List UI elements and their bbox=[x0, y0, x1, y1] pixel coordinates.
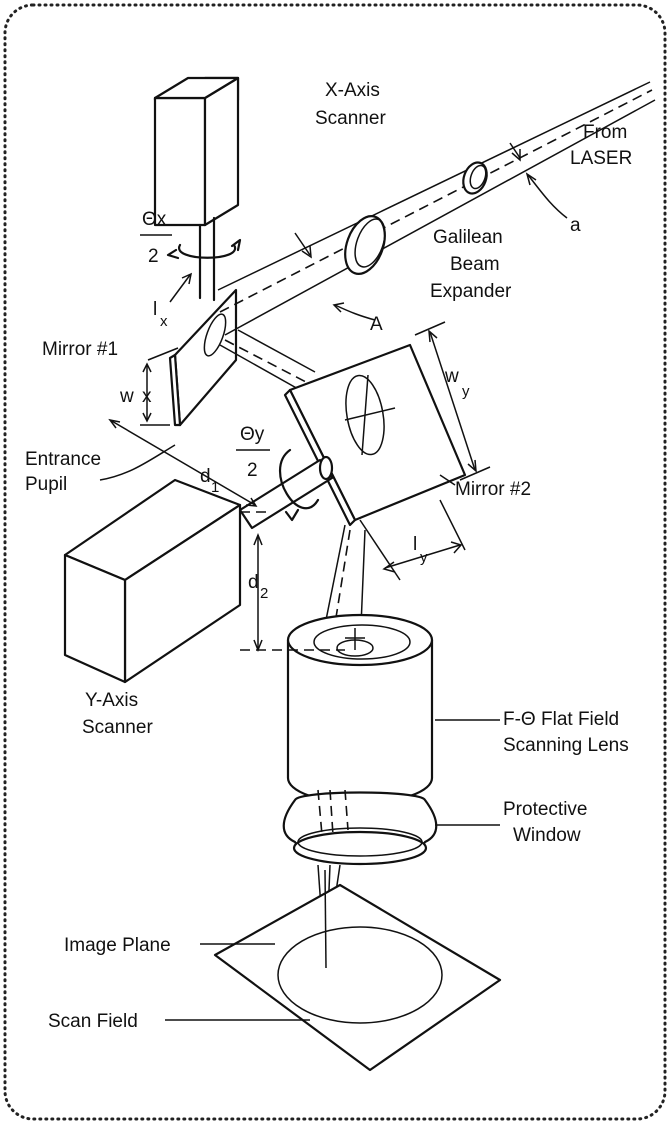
image-plane-label: Image Plane bbox=[64, 935, 171, 956]
y-axis-scanner-body bbox=[63, 478, 242, 684]
galilean-label-2: Beam bbox=[450, 254, 500, 275]
x-axis-scanner-body bbox=[153, 76, 240, 227]
leader-lines bbox=[165, 719, 500, 1021]
from-laser-label-2: LASER bbox=[570, 148, 632, 169]
entrance-pupil-label-2: Pupil bbox=[25, 474, 67, 495]
x-axis-scanner-label-2: Scanner bbox=[315, 108, 386, 129]
wx-subscript: x bbox=[142, 386, 152, 407]
laser-beam-paths bbox=[217, 81, 656, 656]
galilean-label-1: Galilean bbox=[433, 227, 503, 248]
ftheta-lens-label-2: Scanning Lens bbox=[503, 735, 629, 756]
from-laser-label-1: From bbox=[583, 122, 627, 143]
small-a-label: a bbox=[570, 215, 581, 236]
ftheta-lens-label-1: F-Θ Flat Field bbox=[503, 709, 619, 730]
lx-subscript: x bbox=[160, 313, 168, 330]
ly-subscript: y bbox=[420, 549, 428, 566]
x-axis-scanner-label-1: X-Axis bbox=[325, 80, 380, 101]
wy-subscript: y bbox=[462, 383, 470, 400]
large-expander-lens bbox=[344, 215, 386, 275]
d2-subscript: 2 bbox=[260, 585, 268, 602]
y-axis-scanner-label-2: Scanner bbox=[82, 717, 153, 738]
x-axis-shaft bbox=[166, 216, 242, 302]
dimension-lines bbox=[99, 142, 568, 653]
mirror-2 bbox=[283, 343, 467, 527]
theta-x-denominator: 2 bbox=[148, 246, 159, 267]
large-a-label: A bbox=[370, 314, 383, 335]
protective-window-label-1: Protective bbox=[503, 799, 587, 820]
y-axis-scanner-label-1: Y-Axis bbox=[85, 690, 138, 711]
wx-label: w bbox=[119, 386, 134, 407]
mirror-2-label: Mirror #2 bbox=[455, 479, 531, 500]
ly-label: l bbox=[413, 534, 417, 555]
protective-window bbox=[282, 789, 438, 866]
mirror-1-label: Mirror #1 bbox=[42, 339, 118, 360]
d1-subscript: 1 bbox=[211, 479, 219, 496]
theta-y-denominator: 2 bbox=[247, 460, 258, 481]
lx-label: l bbox=[153, 299, 157, 320]
scan-field-label: Scan Field bbox=[48, 1011, 138, 1032]
theta-y-label: Θy bbox=[240, 424, 265, 445]
small-expander-lens bbox=[462, 161, 488, 195]
d2-label: d bbox=[248, 572, 259, 593]
y-axis-shaft bbox=[238, 448, 334, 530]
entrance-pupil-label-1: Entrance bbox=[25, 449, 101, 470]
theta-x-label: Θx bbox=[142, 209, 167, 230]
mirror-1 bbox=[168, 288, 238, 427]
wy-label: w bbox=[444, 366, 459, 387]
galilean-label-3: Expander bbox=[430, 281, 512, 302]
protective-window-label-2: Window bbox=[513, 825, 581, 846]
d1-label: d bbox=[200, 466, 211, 487]
image-plane bbox=[213, 869, 502, 1072]
dotted-border bbox=[3, 3, 667, 1121]
f-theta-lens bbox=[286, 613, 434, 805]
